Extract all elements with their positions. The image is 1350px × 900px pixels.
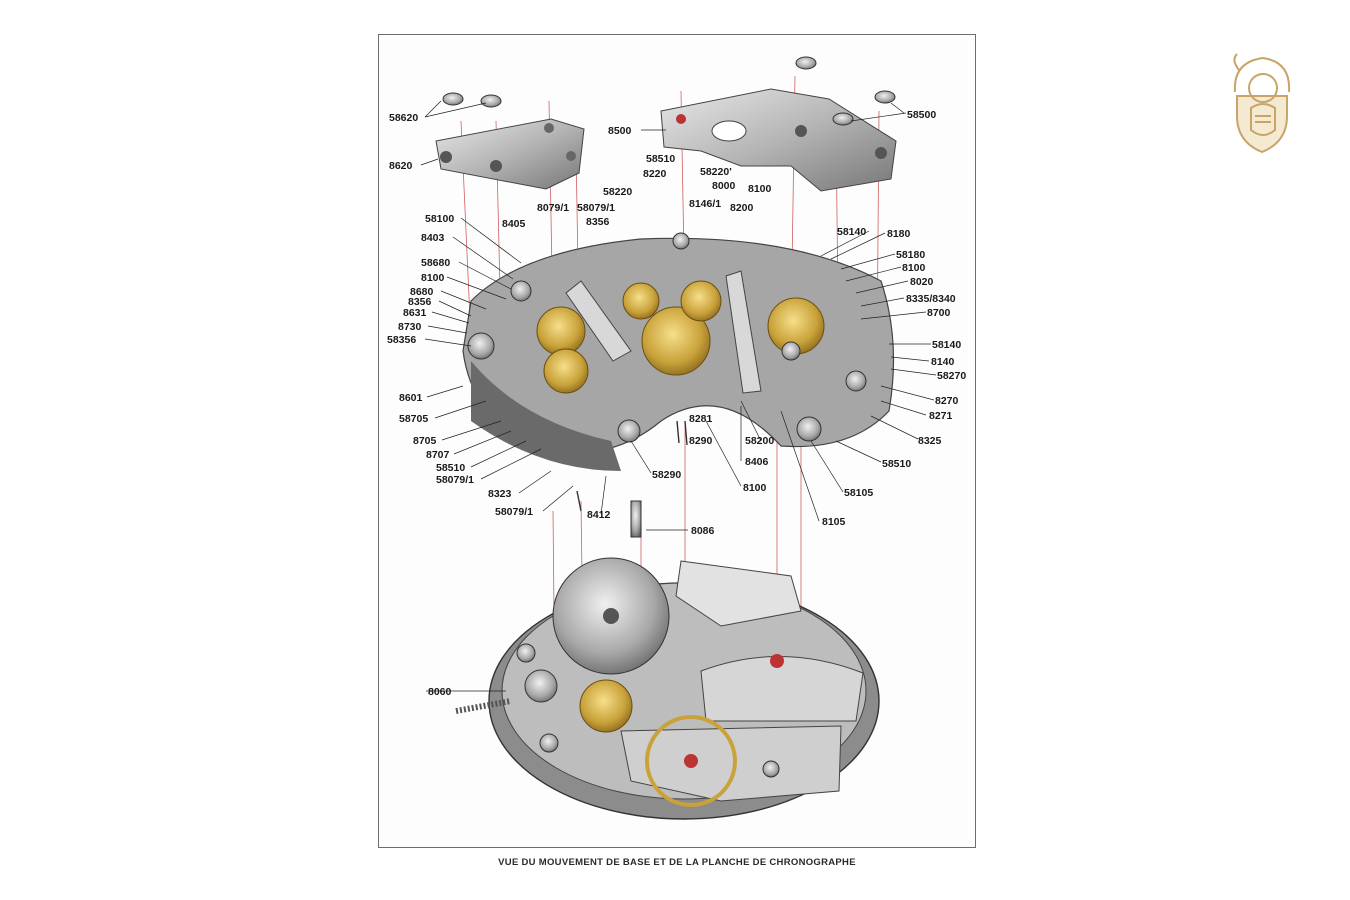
label-58510: 58510 xyxy=(646,153,675,165)
label-58500: 58500 xyxy=(907,109,936,121)
label-8281: 8281 xyxy=(689,413,713,425)
label-8356-left: 8356 xyxy=(408,296,432,308)
label-8620: 8620 xyxy=(389,160,413,172)
label-8406: 8406 xyxy=(745,456,769,468)
label-8100-bottom: 8100 xyxy=(743,482,767,494)
label-58180: 58180 xyxy=(896,249,925,261)
label-8335-8340: 8335/8340 xyxy=(906,293,956,305)
label-8323: 8323 xyxy=(488,488,512,500)
part-labels: 58620 8620 8500 58500 58510 58220' 8220 … xyxy=(387,109,966,698)
label-8700: 8700 xyxy=(927,307,951,319)
label-58105: 58105 xyxy=(844,487,873,499)
base-movement xyxy=(455,557,880,820)
label-8730: 8730 xyxy=(398,321,422,333)
label-8707: 8707 xyxy=(426,449,450,461)
pins xyxy=(576,420,688,512)
label-58079-1-mid: 58079/1 xyxy=(436,474,474,486)
label-8405: 8405 xyxy=(502,218,526,230)
exploded-diagram-frame: 58620 8620 8500 58500 58510 58220' 8220 … xyxy=(378,34,976,848)
label-58510-left: 58510 xyxy=(436,462,465,474)
label-8601: 8601 xyxy=(399,392,423,404)
label-8631: 8631 xyxy=(403,307,427,319)
label-8403: 8403 xyxy=(421,232,445,244)
label-58705: 58705 xyxy=(399,413,428,425)
label-8140: 8140 xyxy=(931,356,955,368)
label-8500: 8500 xyxy=(608,125,632,137)
label-58100: 58100 xyxy=(425,213,454,225)
label-58510-right: 58510 xyxy=(882,458,911,470)
label-8270: 8270 xyxy=(935,395,959,407)
label-8086: 8086 xyxy=(691,525,715,537)
label-58140: 58140 xyxy=(932,339,961,351)
label-58270: 58270 xyxy=(937,370,966,382)
screw-58500 xyxy=(795,56,896,126)
label-8680: 8680 xyxy=(410,286,434,298)
figure-caption: VUE DU MOUVEMENT DE BASE ET DE LA PLANCH… xyxy=(498,857,856,868)
label-leader-lines xyxy=(420,100,937,692)
label-58079-1-top: 58079/1 xyxy=(577,202,615,214)
label-8412: 8412 xyxy=(587,509,611,521)
label-8100-right: 8100 xyxy=(902,262,926,274)
label-58220-prime: 58220' xyxy=(700,166,732,178)
chronograph-exploded-view: 58620 8620 8500 58500 58510 58220' 8220 … xyxy=(387,56,966,820)
bridge-8620 xyxy=(435,118,585,190)
label-8100-left: 8100 xyxy=(421,272,445,284)
label-58140-top: 58140 xyxy=(837,226,866,238)
label-8290: 8290 xyxy=(689,435,713,447)
label-8100-top: 8100 xyxy=(748,183,772,195)
label-8146-1: 8146/1 xyxy=(689,198,721,210)
label-58680: 58680 xyxy=(421,257,450,269)
label-8020: 8020 xyxy=(910,276,934,288)
pinion-8086 xyxy=(630,500,642,538)
label-8705: 8705 xyxy=(413,435,437,447)
label-58356: 58356 xyxy=(387,334,416,346)
label-8079-1: 8079/1 xyxy=(537,202,569,214)
label-58620: 58620 xyxy=(389,112,418,124)
label-8000: 8000 xyxy=(712,180,736,192)
label-8180: 8180 xyxy=(887,228,911,240)
label-8060: 8060 xyxy=(428,686,452,698)
knight-helmet-shield-icon xyxy=(1233,53,1291,154)
label-8325: 8325 xyxy=(918,435,942,447)
label-58079-1-low: 58079/1 xyxy=(495,506,533,518)
label-8356-top: 8356 xyxy=(586,216,610,228)
screw-58620 xyxy=(442,92,502,108)
bridge-8500 xyxy=(660,88,897,192)
label-8271: 8271 xyxy=(929,410,953,422)
label-8220: 8220 xyxy=(643,168,667,180)
label-8200: 8200 xyxy=(730,202,754,214)
label-58200: 58200 xyxy=(745,435,774,447)
label-58220: 58220 xyxy=(603,186,632,198)
chronograph-plate xyxy=(462,232,895,471)
label-8105: 8105 xyxy=(822,516,846,528)
label-58290: 58290 xyxy=(652,469,681,481)
